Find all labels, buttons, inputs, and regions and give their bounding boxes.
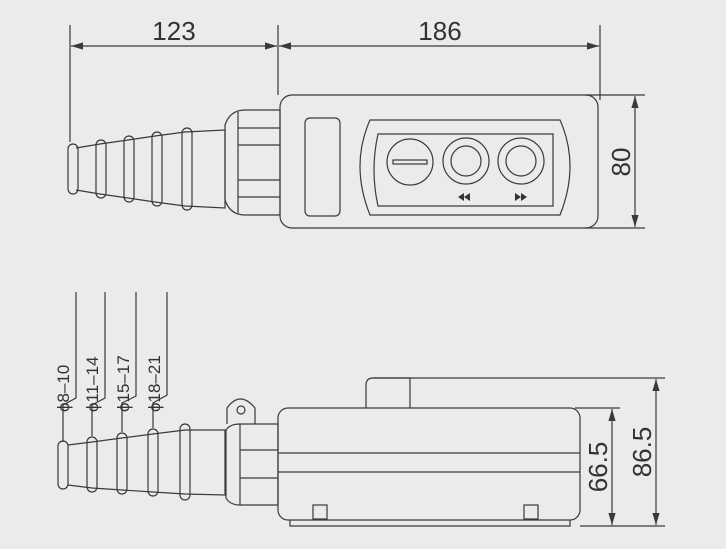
dimension-label-86-5: 86.5 [627, 427, 657, 478]
button-stub [365, 377, 411, 408]
label-window [304, 117, 341, 217]
dimension-body-height: 66.5 [575, 407, 665, 527]
cable-diameter-label: ϕ18–21 [145, 355, 164, 412]
pendant-body-top [279, 94, 599, 229]
hanging-eye [226, 398, 256, 424]
dimension-label-80: 80 [606, 148, 636, 177]
cable-diameter-label: ϕ11–14 [83, 356, 102, 412]
cable-diameter-label: ϕ8–10 [54, 365, 73, 412]
dimension-body-width: 80 [585, 94, 645, 229]
cable-gland-top [67, 109, 281, 216]
dimension-body-length: 186 [279, 16, 601, 100]
rewind-icon [458, 193, 470, 201]
dimension-cable-length: 123 [69, 16, 279, 142]
cable-gland-side [57, 398, 279, 506]
button-panel [359, 119, 571, 216]
forward-button [497, 137, 545, 201]
dimension-label-66-5: 66.5 [583, 442, 613, 493]
dimension-total-height: 86.5 [430, 377, 665, 525]
top-view: 123 186 80 [67, 16, 645, 229]
cable-diameter-labels: ϕ8–10 ϕ11–14 ϕ15–17 ϕ18–21 [54, 292, 168, 442]
cable-diameter-label: ϕ15–17 [114, 355, 133, 412]
dimension-label-186: 186 [418, 16, 461, 46]
fast-forward-icon [515, 193, 527, 201]
dimension-label-123: 123 [152, 16, 195, 46]
stop-button [386, 138, 434, 186]
reverse-button [442, 137, 490, 201]
pendant-body-side [277, 377, 581, 527]
side-view: ϕ8–10 ϕ11–14 ϕ15–17 ϕ18–21 [54, 292, 665, 527]
